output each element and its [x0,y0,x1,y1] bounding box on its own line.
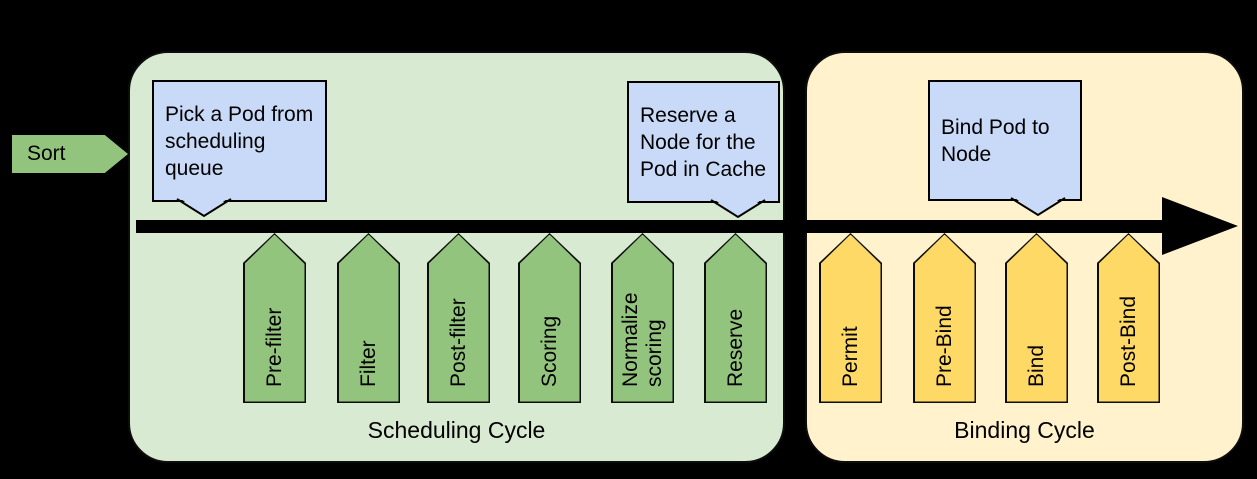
callout-tail-icon [1010,195,1066,217]
stage-label: Scoring [537,315,561,387]
extension-point-post-filter: Post-filter [427,233,490,403]
callout-bind-pod: Bind Pod to Node [928,80,1082,217]
stage-label: Normalize scoring [618,292,666,387]
timeline-arrowhead-icon [1162,197,1238,255]
extension-point-filter: Filter [337,233,400,403]
stage-label: Pre-filter [262,307,286,387]
callout-pick-pod: Pick a Pod from scheduling queue [152,80,327,218]
extension-point-post-bind: Post-Bind [1097,233,1160,403]
scheduling-cycle-label: Scheduling Cycle [367,417,546,443]
stage-label: Post-filter [446,298,470,387]
extension-point-pre-bind: Pre-Bind [913,233,976,403]
stage-label: Post-Bind [1116,295,1140,387]
callout-reserve-node-text: Reserve a Node for the Pod in Cache [640,103,767,181]
callout-pick-pod-text: Pick a Pod from scheduling queue [165,102,314,180]
sort-label: Sort [27,142,66,165]
sort-extension-point: Sort [12,135,128,173]
extension-point-reserve: Reserve [704,233,767,403]
binding-cycle-label: Binding Cycle [954,417,1095,443]
extension-point-scoring: Scoring [518,233,581,403]
extension-point-bind: Bind [1005,233,1068,403]
stage-label: Filter [356,340,380,387]
extension-point-normalize-scoring: Normalize scoring [611,233,674,403]
stage-label: Reserve [723,308,747,387]
stage-label: Pre-Bind [932,305,956,387]
callout-reserve-node: Reserve a Node for the Pod in Cache [627,81,780,219]
callout-tail-icon [710,197,766,219]
callout-tail-icon [176,196,232,218]
stage-label: Bind [1024,344,1048,387]
extension-point-pre-filter: Pre-filter [243,233,306,403]
timeline-arrow-shaft [136,220,1164,233]
extension-point-permit: Permit [819,233,882,403]
callout-bind-pod-text: Bind Pod to Node [941,115,1050,166]
stage-label: Permit [838,326,862,387]
